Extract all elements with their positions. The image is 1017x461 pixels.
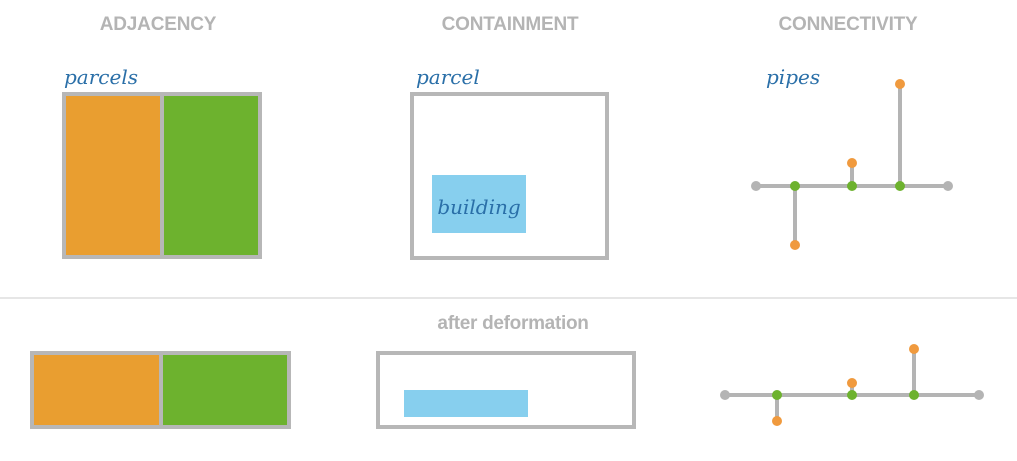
node-junction: [772, 390, 782, 400]
node-terminal: [847, 378, 857, 388]
node-end: [974, 390, 984, 400]
heading-connectivity: CONNECTIVITY: [778, 14, 918, 35]
node-junction: [847, 181, 857, 191]
node-end: [751, 181, 761, 191]
containment-parcel: [410, 92, 609, 260]
node-terminal: [909, 344, 919, 354]
node-terminal: [772, 416, 782, 426]
parcel-orange: [64, 94, 162, 257]
label-parcels: parcels: [64, 65, 138, 89]
parcel-frame: [410, 92, 609, 260]
node-terminal: [790, 240, 800, 250]
containment-parcel-deformed: [376, 351, 636, 429]
building-rect: [432, 175, 526, 233]
node-end: [720, 390, 730, 400]
heading-after-deformation: after deformation: [437, 313, 588, 334]
node-junction: [909, 390, 919, 400]
node-terminal: [847, 158, 857, 168]
pipe-nodes-top: [751, 79, 953, 250]
node-junction: [790, 181, 800, 191]
pipe-nodes-deformed: [720, 344, 984, 426]
parcel-orange: [32, 353, 161, 427]
label-parcel: parcel: [416, 65, 480, 89]
node-junction: [847, 390, 857, 400]
label-building: building: [437, 195, 520, 219]
heading-containment: CONTAINMENT: [442, 14, 579, 35]
parcel-green: [162, 94, 260, 257]
node-end: [943, 181, 953, 191]
node-junction: [895, 181, 905, 191]
parcel-frame: [376, 351, 636, 429]
adjacency-parcels: [62, 92, 262, 259]
adjacency-parcels-deformed: [30, 351, 291, 429]
heading-adjacency: ADJACENCY: [100, 14, 217, 35]
node-terminal: [895, 79, 905, 89]
building-rect: [404, 390, 528, 417]
parcel-green: [161, 353, 289, 427]
label-pipes: pipes: [766, 65, 820, 89]
